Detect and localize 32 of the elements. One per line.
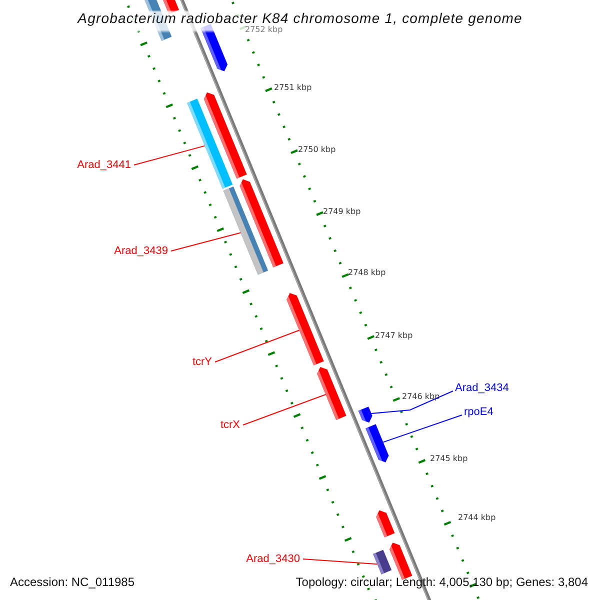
- gene-feature: [223, 186, 268, 275]
- scale-label: 2745 kbp: [430, 453, 468, 465]
- gene-label: Arad_3434: [455, 381, 509, 395]
- gene-label: rpoE4: [464, 405, 494, 419]
- gene-label: tcrY: [192, 355, 212, 369]
- gene-feature: [373, 550, 392, 574]
- scale-label: 2752 kbp: [245, 24, 283, 36]
- leader-line: [214, 330, 300, 362]
- gene-label: tcrX: [220, 418, 240, 432]
- scale-label: 2749 kbp: [323, 206, 361, 218]
- leader-line: [302, 558, 378, 565]
- map-title: Agrobacterium radiobacter K84 chromosome 1, complete genome: [76, 9, 524, 26]
- scale-label: 2744 kbp: [458, 512, 496, 524]
- scale-label: 2747 kbp: [375, 330, 413, 342]
- leader-line: [134, 145, 206, 166]
- scale-label: 2751 kbp: [274, 82, 312, 94]
- leader-line: [370, 390, 454, 414]
- leader-line: [170, 232, 242, 252]
- gene-feature: [366, 424, 389, 462]
- scale-label: 2750 kbp: [298, 144, 336, 156]
- gene-feature: [358, 406, 372, 423]
- leader-line: [242, 394, 326, 426]
- leader-line: [382, 414, 462, 443]
- scale-label: 2746 kbp: [402, 391, 440, 403]
- gene-label: Arad_3441: [77, 158, 131, 172]
- gene-feature: [187, 98, 233, 189]
- gene-feature: [286, 293, 324, 366]
- gene-label: Arad_3430: [246, 552, 300, 566]
- genome-info-text: Accession: NC_011985: [9, 574, 136, 590]
- gene-feature: [317, 367, 346, 420]
- scale-label: 2748 kbp: [348, 267, 386, 279]
- gene-label: Arad_3439: [114, 244, 168, 258]
